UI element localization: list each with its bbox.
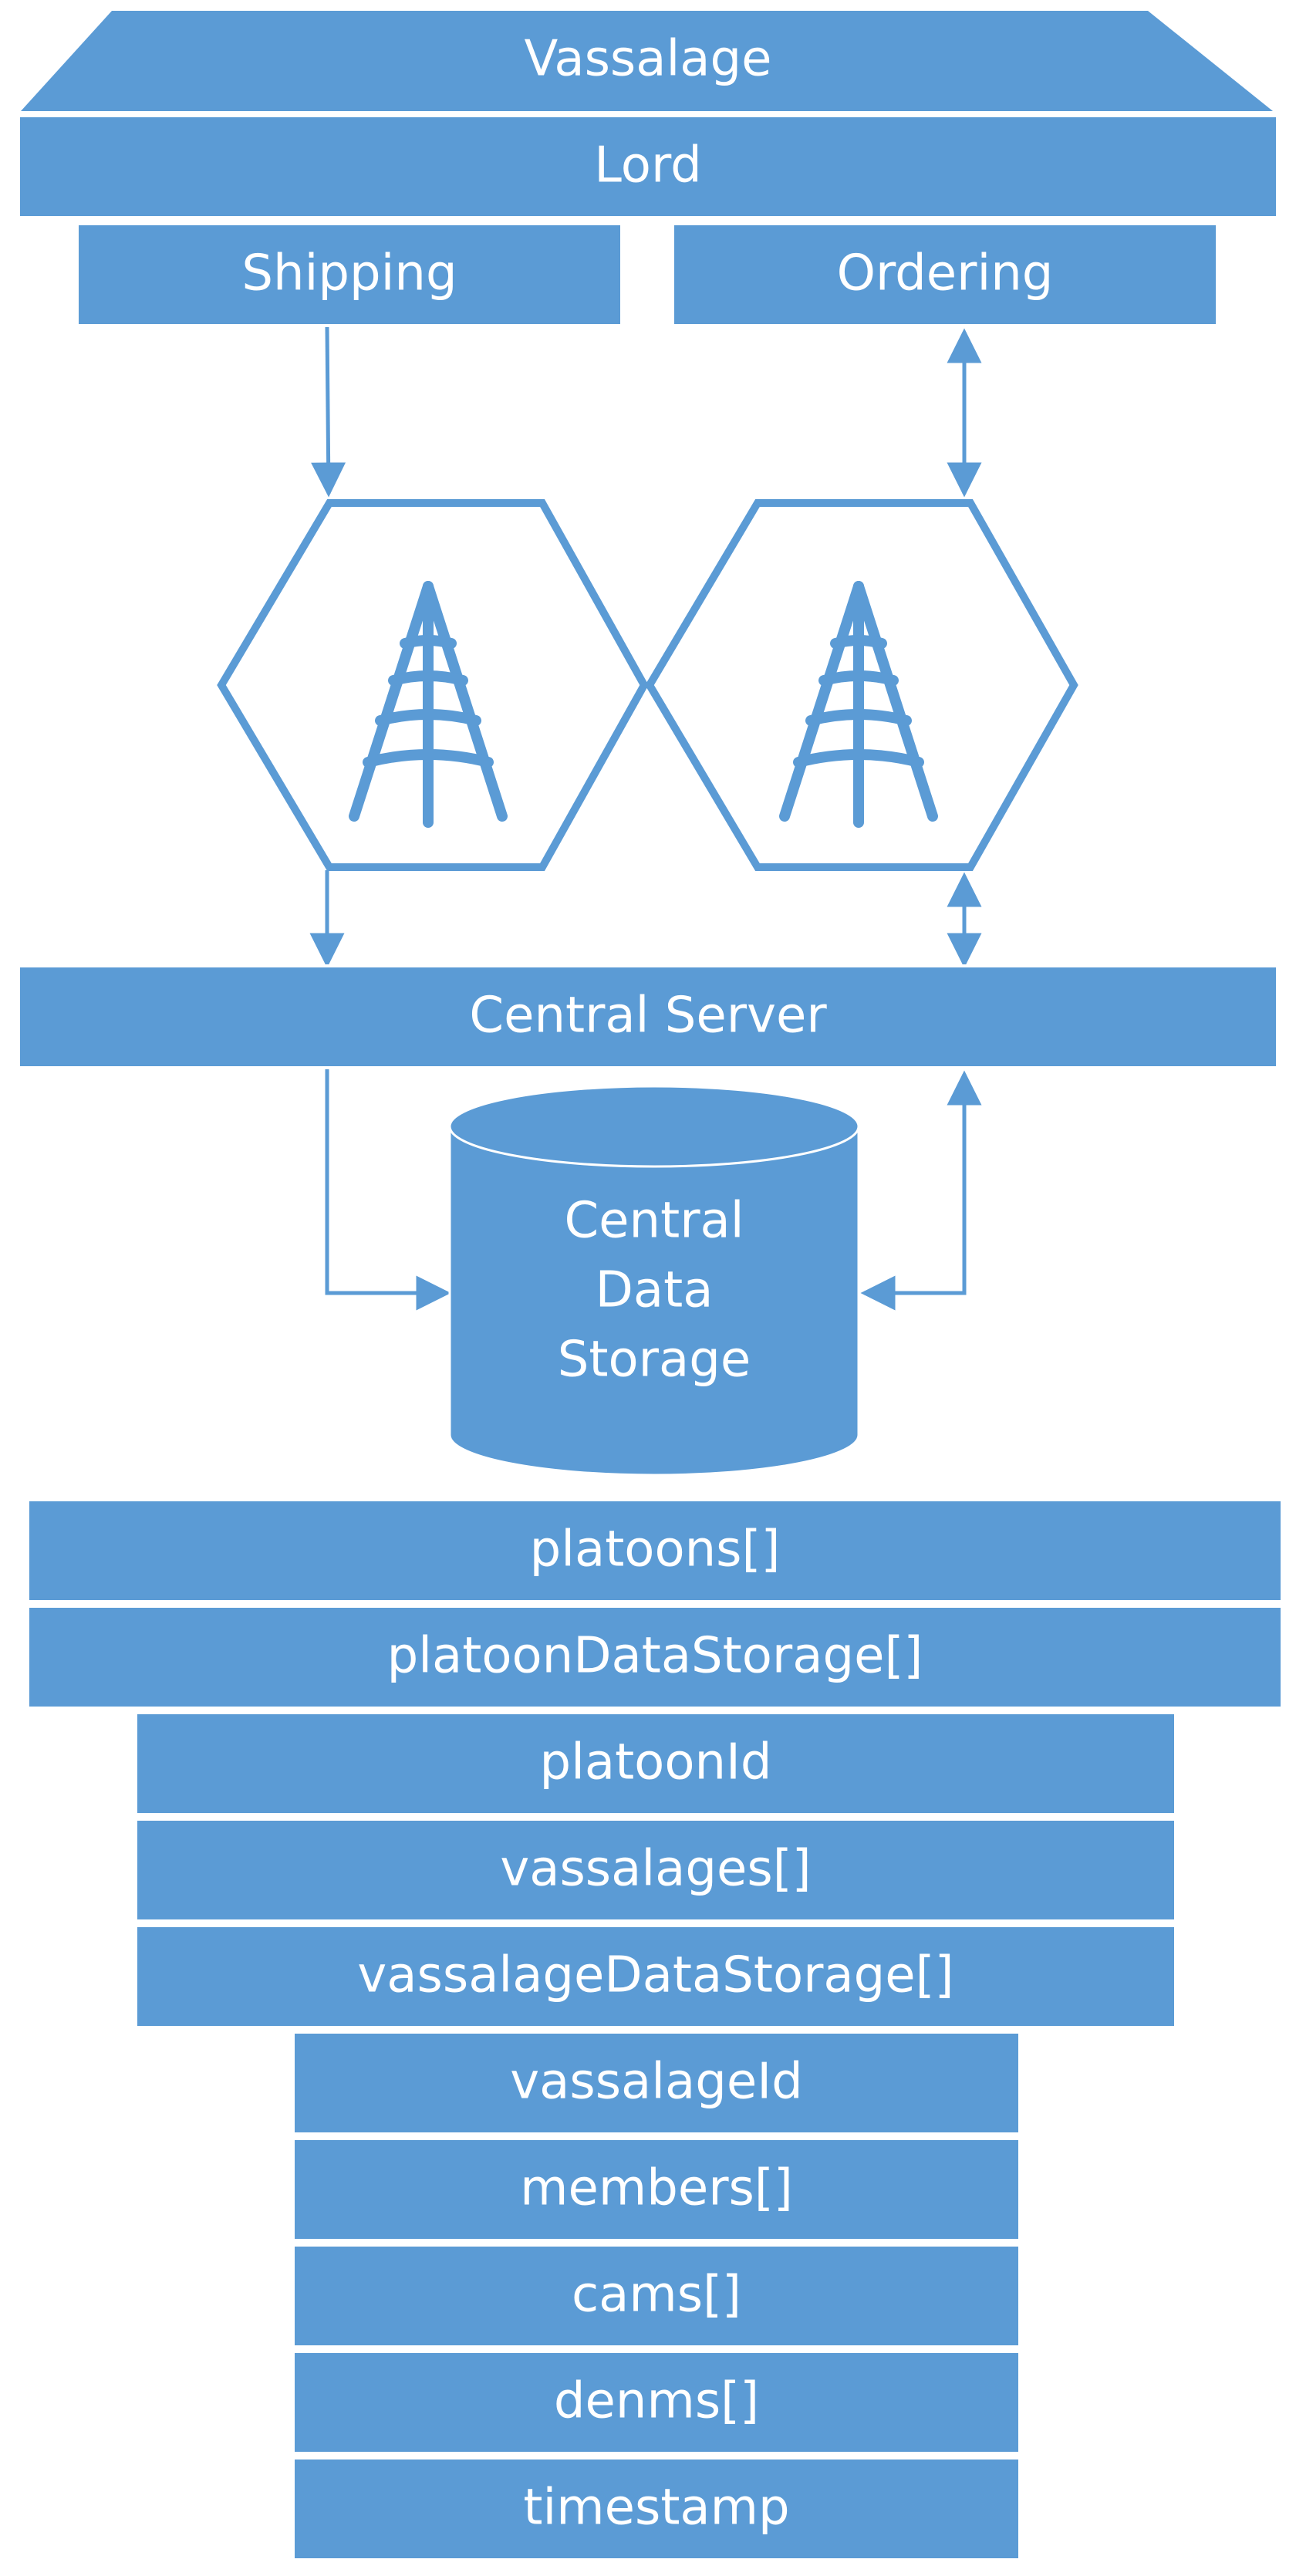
vassalage-label: Vassalage bbox=[525, 31, 772, 88]
field-denms-label: denms[] bbox=[554, 2373, 759, 2430]
ordering-box: Ordering bbox=[671, 222, 1219, 327]
server-to-storage-arrow bbox=[325, 1069, 451, 1311]
lte-arrows-icon: ⇅ bbox=[414, 527, 441, 565]
field-vassalage-id: vassalageId bbox=[292, 2031, 1021, 2135]
storage-label-line3: Storage bbox=[558, 1332, 751, 1389]
lte-arrows-icon: ⇅ bbox=[845, 527, 872, 565]
field-platoon-data-storage-label: platoonDataStorage[] bbox=[387, 1628, 923, 1685]
lord-bar: Lord bbox=[17, 114, 1279, 219]
lte-tower-icon: LTE ⇅ bbox=[349, 527, 508, 828]
storage-label-line2: Data bbox=[596, 1262, 714, 1319]
shipping-to-tower-arrow bbox=[311, 326, 346, 498]
field-platoons-label: platoons[] bbox=[530, 1521, 781, 1578]
central-data-storage-cylinder: Central Data Storage bbox=[448, 1085, 860, 1477]
field-platoon-id: platoonId bbox=[134, 1711, 1177, 1816]
field-timestamp-label: timestamp bbox=[523, 2480, 789, 2537]
lord-label: Lord bbox=[594, 137, 702, 194]
field-vassalage-data-storage-label: vassalageDataStorage[] bbox=[357, 1947, 953, 2004]
field-members-label: members[] bbox=[520, 2160, 793, 2217]
field-cams: cams[] bbox=[292, 2243, 1021, 2348]
field-platoons: platoons[] bbox=[26, 1498, 1284, 1603]
lte-tower-icon: LTE ⇅ bbox=[779, 527, 938, 828]
field-cams-label: cams[] bbox=[572, 2267, 741, 2324]
ordering-label: Ordering bbox=[837, 245, 1054, 302]
field-timestamp: timestamp bbox=[292, 2456, 1021, 2561]
field-platoon-id-label: platoonId bbox=[539, 1734, 771, 1791]
field-vassalages-label: vassalages[] bbox=[500, 1841, 811, 1898]
shipping-label: Shipping bbox=[241, 245, 457, 302]
field-members: members[] bbox=[292, 2137, 1021, 2242]
storage-to-server-arrow bbox=[860, 1070, 982, 1311]
shipping-box: Shipping bbox=[76, 222, 623, 327]
cell-left-hexagon bbox=[217, 499, 649, 871]
central-server-label: Central Server bbox=[469, 988, 827, 1045]
storage-label-line1: Central bbox=[564, 1193, 744, 1250]
central-server-bar: Central Server bbox=[17, 964, 1279, 1069]
field-platoon-data-storage: platoonDataStorage[] bbox=[26, 1605, 1284, 1710]
field-vassalage-data-storage: vassalageDataStorage[] bbox=[134, 1924, 1177, 2029]
cell-right-hexagon bbox=[645, 499, 1078, 871]
field-denms: denms[] bbox=[292, 2350, 1021, 2455]
vassalage-banner: Vassalage bbox=[21, 11, 1273, 111]
field-vassalages: vassalages[] bbox=[134, 1818, 1177, 1923]
field-vassalage-id-label: vassalageId bbox=[510, 2054, 803, 2111]
